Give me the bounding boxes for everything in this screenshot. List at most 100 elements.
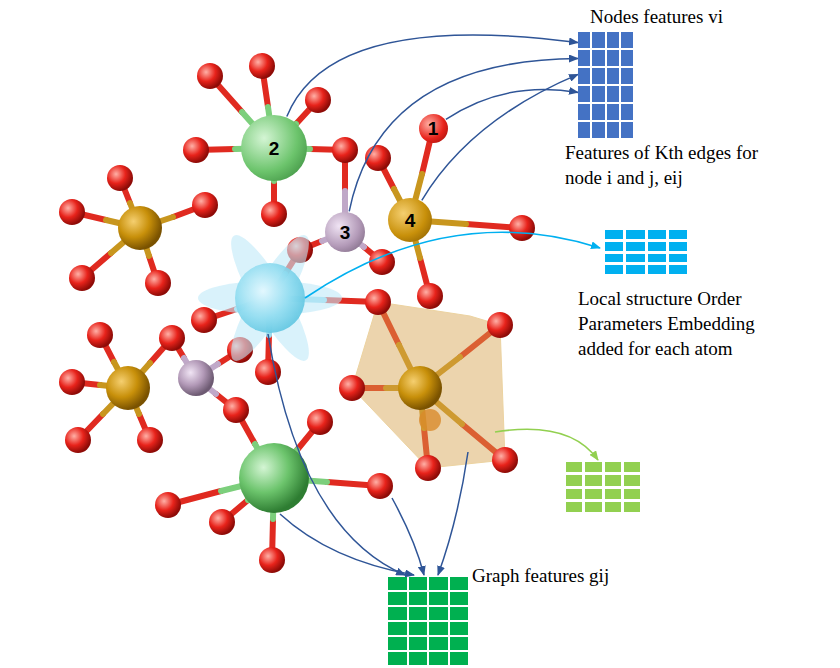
coordination-polyhedron bbox=[352, 302, 505, 468]
matrix-cell bbox=[592, 86, 604, 102]
matrix-cell bbox=[621, 68, 633, 84]
oxygen-atom bbox=[137, 427, 163, 453]
matrix-cell bbox=[605, 242, 623, 251]
matrix-cell bbox=[624, 475, 640, 485]
purple-atom bbox=[178, 360, 214, 396]
matrix-cell bbox=[592, 68, 604, 84]
matrix-cell bbox=[648, 254, 666, 263]
leader-arrow bbox=[392, 498, 424, 575]
leader-arrow bbox=[280, 514, 414, 575]
cyan-atom bbox=[235, 263, 305, 333]
atom-sphere: 2 bbox=[241, 115, 307, 181]
matrix-cell bbox=[605, 502, 621, 512]
matrix-cell bbox=[624, 462, 640, 472]
matrix-cell bbox=[388, 592, 407, 605]
oxygen-atom bbox=[249, 53, 275, 79]
matrix-cell bbox=[578, 86, 590, 102]
feature-arrow bbox=[422, 74, 578, 200]
matrix-cell bbox=[669, 254, 687, 263]
matrix-cell bbox=[592, 50, 604, 66]
matrix-cell bbox=[429, 607, 448, 620]
matrix-cell bbox=[621, 32, 633, 48]
matrix-cell bbox=[566, 475, 582, 485]
matrix-cell bbox=[388, 577, 407, 590]
matrix-cell bbox=[624, 502, 640, 512]
matrix-cell bbox=[669, 265, 687, 274]
matrix-cell bbox=[450, 592, 469, 605]
oxygen-atom bbox=[487, 312, 513, 338]
matrix-cell bbox=[605, 254, 623, 263]
oxygen-atom bbox=[339, 375, 365, 401]
matrix-cell bbox=[607, 104, 619, 120]
oxygen-atom bbox=[261, 201, 287, 227]
matrix-cell bbox=[592, 32, 604, 48]
matrix-cell bbox=[592, 122, 604, 138]
matrix-cell bbox=[450, 637, 469, 650]
oxygen-atom bbox=[305, 87, 331, 113]
oxygen-atom bbox=[367, 473, 393, 499]
matrix-cell bbox=[388, 652, 407, 665]
polyhedron-vertex bbox=[419, 409, 441, 431]
matrix-caption: Features of Kth edges for node i and j, … bbox=[565, 140, 793, 190]
caption-holder: Graph features gij bbox=[472, 563, 672, 588]
leader-arrow bbox=[438, 452, 468, 575]
matrix-caption: Local structure Order Parameters Embeddi… bbox=[578, 286, 790, 361]
oxygen-atom bbox=[183, 137, 209, 163]
oxygen-atom bbox=[87, 322, 113, 348]
matrix-cell bbox=[607, 86, 619, 102]
green-atom bbox=[239, 443, 309, 513]
matrix-cell bbox=[621, 104, 633, 120]
matrix-cell bbox=[669, 230, 687, 239]
matrix-cell bbox=[607, 50, 619, 66]
oxygen-atom bbox=[191, 307, 217, 333]
oxygen-atom bbox=[492, 447, 518, 473]
oxygen-atom bbox=[365, 145, 391, 171]
matrix-cell bbox=[585, 489, 601, 499]
matrix-cell bbox=[450, 622, 469, 635]
matrix-cell bbox=[605, 489, 621, 499]
matrix-cell bbox=[605, 230, 623, 239]
matrix-cell bbox=[578, 122, 590, 138]
matrix-cell bbox=[648, 242, 666, 251]
feature-arrow bbox=[287, 35, 578, 117]
matrix-cell bbox=[626, 230, 644, 239]
matrix-cell bbox=[578, 68, 590, 84]
matrix-cell bbox=[578, 104, 590, 120]
matrix-cell bbox=[578, 32, 590, 48]
feature-arrow bbox=[349, 59, 578, 212]
matrix-cell bbox=[566, 462, 582, 472]
matrix-cell bbox=[585, 475, 601, 485]
feature-matrix: Graph features gij bbox=[388, 577, 468, 665]
atom-sphere: 3 bbox=[325, 212, 365, 252]
brown-atom bbox=[118, 206, 162, 250]
atom-sphere: 4 bbox=[388, 198, 432, 242]
matrix-cell bbox=[450, 652, 469, 665]
oxygen-atom bbox=[59, 369, 85, 395]
callout-number: 1 bbox=[428, 119, 439, 138]
atom-sphere: 1 bbox=[419, 114, 448, 143]
oxygen-atom bbox=[509, 215, 535, 241]
brown-atom bbox=[398, 366, 442, 410]
matrix-cell bbox=[409, 592, 428, 605]
matrix-cell bbox=[669, 242, 687, 251]
leader-arrow bbox=[495, 429, 598, 460]
matrix-cell bbox=[626, 254, 644, 263]
matrix-cell bbox=[605, 462, 621, 472]
caption-holder: Local structure Order Parameters Embeddi… bbox=[578, 286, 790, 361]
brown-atom bbox=[106, 366, 150, 410]
matrix-cell bbox=[409, 622, 428, 635]
matrix-cell bbox=[388, 637, 407, 650]
matrix-cell bbox=[621, 50, 633, 66]
matrix-cell bbox=[450, 607, 469, 620]
feature-matrix: Features of Kth edges for node i and j, … bbox=[605, 230, 687, 274]
oxygen-atom bbox=[65, 427, 91, 453]
matrix-cell bbox=[648, 265, 666, 274]
matrix-cell bbox=[429, 652, 448, 665]
oxygen-atom bbox=[107, 165, 133, 191]
oxygen-atom bbox=[307, 409, 333, 435]
matrix-cell bbox=[605, 475, 621, 485]
matrix-cell bbox=[409, 607, 428, 620]
oxygen-atom bbox=[159, 325, 185, 351]
matrix-cell bbox=[566, 502, 582, 512]
oxygen-atom bbox=[192, 192, 218, 218]
